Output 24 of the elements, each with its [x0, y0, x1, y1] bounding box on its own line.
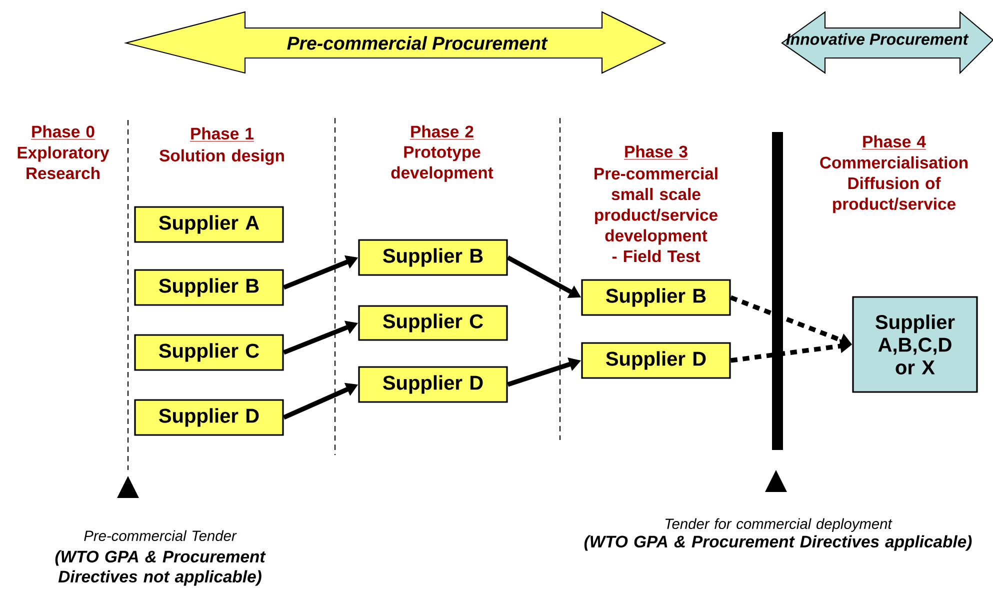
- phase-heading: Phase 2: [410, 125, 474, 140]
- phase-heading: Phase 3: [624, 145, 688, 160]
- supplier-box: Supplier D: [134, 399, 284, 436]
- supplier-box: Supplier C: [358, 305, 508, 341]
- supplier-box: Supplier B: [581, 279, 731, 316]
- tender-note: (WTO GPA & Procurement Directives applicable): [584, 535, 972, 551]
- supplier-box: Supplier C: [134, 334, 284, 371]
- tender-note: (WTO GPA & Procurement Directives not applicable): [55, 550, 266, 586]
- phase-heading: Phase 1: [190, 127, 254, 142]
- phase-description: Solution design: [160, 149, 284, 165]
- tender-note: Tender for commercial deployment: [665, 518, 892, 532]
- phase-description: Commercialisation Diffusion of product/service: [820, 156, 968, 214]
- phase-description: Prototype development: [391, 146, 494, 182]
- supplier-box: Supplier A,B,C,D or X: [852, 296, 978, 393]
- phase-description: Exploratory Research: [18, 146, 110, 180]
- tender-note: Pre-commercial Tender: [84, 530, 237, 542]
- supplier-box: Supplier A: [134, 206, 284, 243]
- supplier-box: Supplier B: [134, 269, 284, 306]
- phase-description: Pre-commercial small scale product/service development - Field Test: [594, 167, 718, 262]
- supplier-box: Supplier D: [581, 342, 731, 379]
- phase-heading: Phase 0: [30, 125, 96, 140]
- phase-heading: Phase 4: [862, 135, 926, 150]
- supplier-box: Supplier B: [358, 239, 508, 276]
- supplier-box: Supplier D: [358, 366, 508, 403]
